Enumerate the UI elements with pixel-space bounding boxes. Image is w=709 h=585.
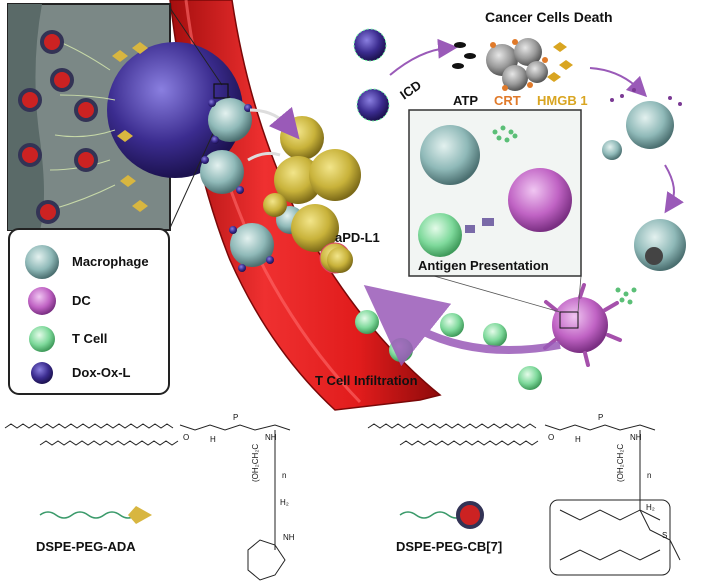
chem-s: S: [662, 531, 667, 540]
antigen-presentation-panel: [408, 109, 582, 277]
legend-box: [8, 228, 170, 395]
crt-label: CRT: [494, 93, 521, 108]
legend-macrophage-icon: [25, 245, 59, 279]
legend-doxoxl-label: Dox-Ox-L: [72, 365, 131, 380]
legend-tcell-label: T Cell: [72, 331, 107, 346]
ada-peg-icon: [39, 506, 152, 524]
chem-h-1: H: [210, 435, 216, 444]
dspe-peg-cb7-label: DSPE-PEG-CB[7]: [396, 539, 502, 554]
legend-doxoxl-icon: [31, 362, 53, 384]
cb7-peg-icon: [399, 501, 484, 529]
chem-peg-2: (OH₂CH₂C: [616, 444, 625, 482]
title-label: Cancer Cells Death: [485, 9, 613, 25]
chem-n-1: n: [282, 471, 286, 480]
zoom-inset: [7, 3, 243, 231]
chem-p-1: P: [233, 413, 238, 422]
dspe-peg-cb7-structure: [367, 423, 681, 576]
chem-nh-2: NH: [283, 533, 295, 542]
chem-h-2: H: [575, 435, 581, 444]
icd-label: ICD: [397, 77, 424, 102]
chem-o-1: O: [183, 433, 189, 442]
chem-o-2: O: [548, 433, 554, 442]
hmgb1-label: HMGB 1: [537, 93, 588, 108]
antigen-presentation-label: Antigen Presentation: [418, 258, 549, 273]
legend-macrophage-label: Macrophage: [72, 254, 149, 269]
cycle-macrophages: [602, 101, 686, 271]
legend-dc-label: DC: [72, 293, 91, 308]
dendritic-cell: [543, 283, 622, 367]
tumor-cluster: [263, 116, 361, 274]
free-nanoparticles: [353, 28, 390, 122]
apd-l1-label: aPD-L1: [335, 230, 380, 245]
legend-dc-icon: [28, 287, 56, 315]
chem-nh-3: NH: [630, 433, 642, 442]
chem-h2-2: H₂: [646, 503, 655, 512]
cb7-rings: [18, 30, 98, 224]
t-cell-infiltration-label: T Cell Infiltration: [315, 373, 418, 388]
chem-h2-1: H₂: [280, 498, 289, 507]
chem-p-2: P: [598, 413, 603, 422]
chem-peg-1: (OH₂CH₂C: [251, 444, 260, 482]
atp-label: ATP: [453, 93, 478, 108]
legend-tcell-icon: [29, 326, 55, 352]
chem-nh-1: NH: [265, 433, 277, 442]
dspe-peg-ada-label: DSPE-PEG-ADA: [36, 539, 136, 554]
chem-n-2: n: [647, 471, 651, 480]
dying-cancer-cells: [486, 38, 548, 91]
dspe-peg-ada-structure: [4, 423, 291, 581]
